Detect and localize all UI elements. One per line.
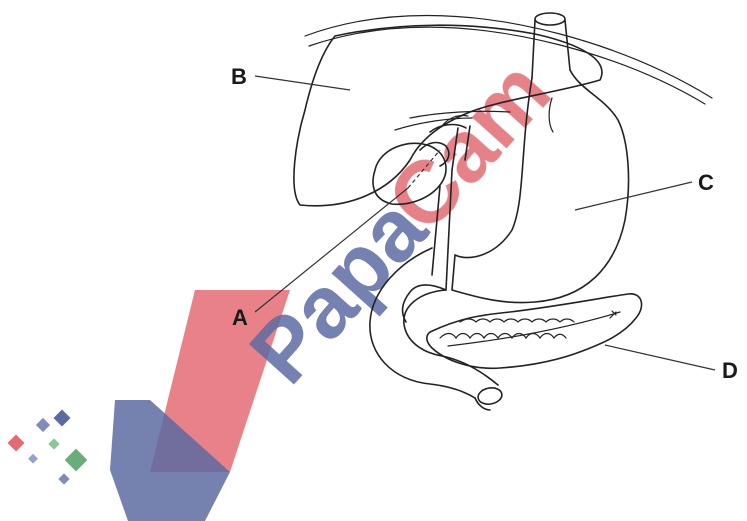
label-d: D — [722, 358, 738, 383]
label-b: B — [231, 64, 247, 89]
watermark-diamond-green-2 — [48, 438, 59, 449]
pancreas — [427, 294, 642, 368]
watermark-diamond-blue-2 — [54, 410, 71, 427]
leader-line-d — [605, 345, 715, 370]
leader-line-b — [255, 76, 350, 90]
label-a: A — [232, 305, 248, 330]
oesophagus — [532, 13, 570, 78]
watermark-diamond-blue-1 — [36, 418, 50, 432]
leader-line-c — [575, 182, 692, 210]
watermark-logo: Papa Cam — [8, 41, 569, 521]
watermark-diamond-blue-3 — [58, 473, 69, 484]
label-c: C — [698, 170, 714, 195]
watermark-diamond-red — [8, 435, 25, 452]
watermark-diamond-green-1 — [65, 449, 88, 472]
watermark-diamond-blue-4 — [28, 454, 38, 464]
